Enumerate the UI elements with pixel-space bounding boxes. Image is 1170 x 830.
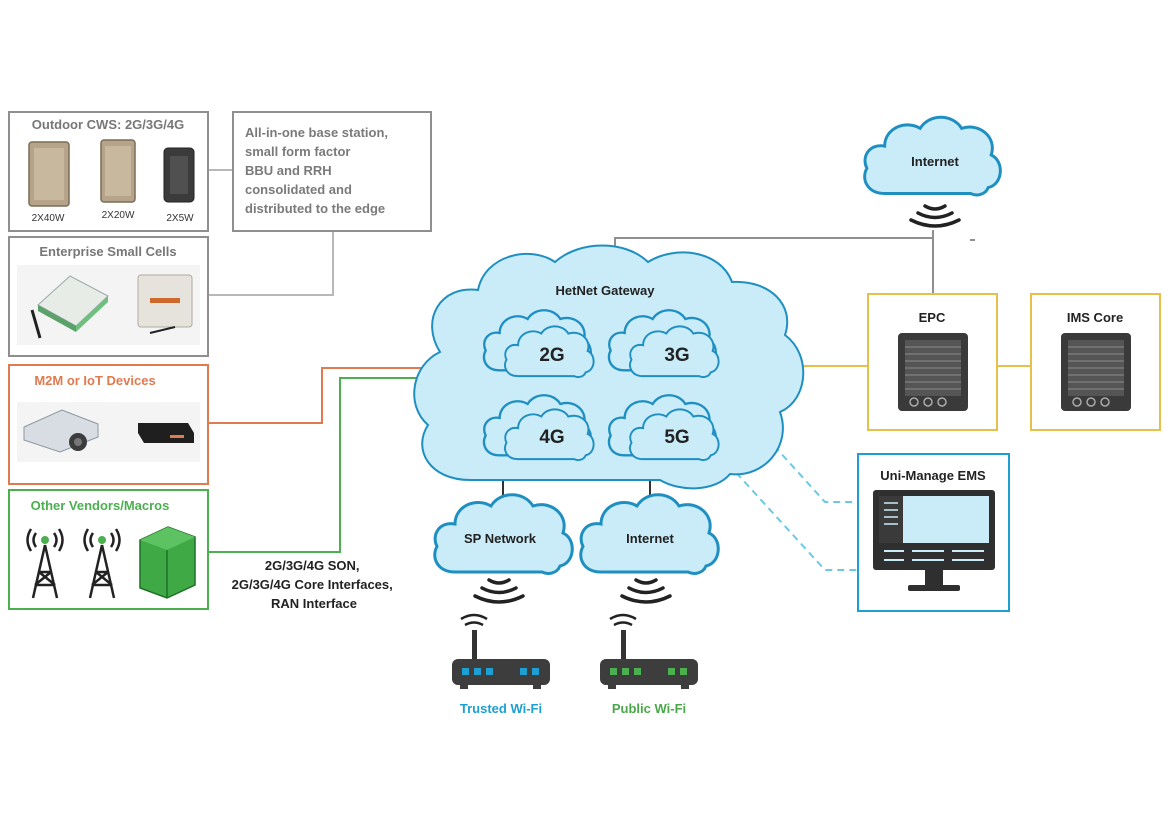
interfaces-line-1: 2G/3G/4G SON, — [265, 558, 360, 573]
vendors-box: Other Vendors/Macros — [8, 489, 209, 610]
tech-label-2g: 2G — [539, 345, 564, 366]
ims-server-icon — [1061, 333, 1131, 411]
epc-server-icon — [898, 333, 968, 411]
note-line-1: All-in-one base station, — [245, 125, 388, 140]
ims-core-label: IMS Core — [1067, 310, 1123, 325]
enterprise-cell-unit — [137, 274, 193, 334]
m2m-connector-line — [209, 367, 430, 424]
vendors-title: Other Vendors/Macros — [31, 498, 170, 513]
wireless-signal-icon-sp — [473, 578, 525, 604]
internet-top-cloud: Internet — [863, 115, 1002, 197]
outdoor-cws-title: Outdoor CWS: 2G/3G/4G — [32, 117, 184, 132]
ems-box: Uni-Manage EMS — [857, 453, 1010, 612]
cell-tower-icon-1 — [26, 528, 64, 599]
epc-label: EPC — [919, 310, 946, 325]
interfaces-line-2: 2G/3G/4G Core Interfaces, — [232, 577, 393, 592]
outdoor-unit-medium — [100, 139, 136, 203]
cell-tower-icon-2 — [83, 528, 121, 599]
enterprise-title: Enterprise Small Cells — [39, 244, 176, 259]
ems-dashed-line-2 — [719, 454, 858, 571]
enterprise-cell-router — [30, 275, 109, 339]
vendors-connector-line — [209, 377, 430, 553]
internet-bottom-label: Internet — [626, 531, 674, 546]
ims-core-box: IMS Core — [1030, 293, 1161, 431]
iot-camera-device — [23, 409, 99, 453]
gateway-title: HetNet Gateway — [556, 283, 656, 298]
wireless-signal-icon-top — [909, 204, 961, 228]
internet-bottom-cloud: Internet — [579, 493, 720, 575]
iot-box-device — [138, 423, 194, 443]
green-macro-unit-icon — [139, 526, 196, 599]
ems-label: Uni-Manage EMS — [880, 468, 986, 483]
note-box: All-in-one base station, small form fact… — [232, 111, 432, 232]
outdoor-unit-small — [163, 147, 195, 203]
interfaces-line-3: RAN Interface — [271, 596, 357, 611]
hetnet-gateway-cloud: HetNet Gateway 2G 3G 4G 5G — [413, 244, 805, 490]
outdoor-label-2: 2X20W — [102, 210, 135, 221]
trusted-wifi-label: Trusted Wi-Fi — [460, 701, 542, 716]
m2m-title: M2M or IoT Devices — [34, 373, 155, 388]
epc-box: EPC — [867, 293, 998, 431]
note-line-3: BBU and RRH — [245, 163, 332, 178]
interfaces-text: 2G/3G/4G SON, 2G/3G/4G Core Interfaces, … — [232, 558, 397, 611]
note-line-2: small form factor — [245, 144, 350, 159]
note-line-5: distributed to the edge — [245, 201, 385, 216]
note-line-4: consolidated and — [245, 182, 352, 197]
m2m-box: M2M or IoT Devices — [8, 364, 209, 485]
wireless-signal-icon-internet — [620, 578, 672, 604]
tech-label-4g: 4G — [539, 427, 564, 448]
outdoor-cws-box: Outdoor CWS: 2G/3G/4G 2X40W 2X20W 2X5W — [8, 111, 209, 232]
note-connector-line — [209, 231, 334, 296]
outdoor-label-3: 2X5W — [166, 213, 194, 224]
sp-network-cloud: SP Network — [433, 493, 574, 575]
internet-top-label: Internet — [911, 154, 959, 169]
outdoor-label-1: 2X40W — [32, 213, 65, 224]
public-wifi-router-icon — [600, 613, 698, 689]
tech-label-5g: 5G — [664, 427, 689, 448]
tech-label-3g: 3G — [664, 345, 689, 366]
trusted-wifi-router-icon — [452, 613, 550, 689]
enterprise-small-cells-box: Enterprise Small Cells — [8, 236, 209, 357]
outdoor-unit-large — [28, 141, 70, 207]
public-wifi-label: Public Wi-Fi — [612, 701, 686, 716]
sp-network-label: SP Network — [464, 531, 537, 546]
ems-dashed-line-1 — [757, 427, 858, 503]
svg-text:All-in-one base station,: All-in-one base station, small form fact… — [245, 125, 392, 216]
monitor-icon — [873, 490, 995, 591]
